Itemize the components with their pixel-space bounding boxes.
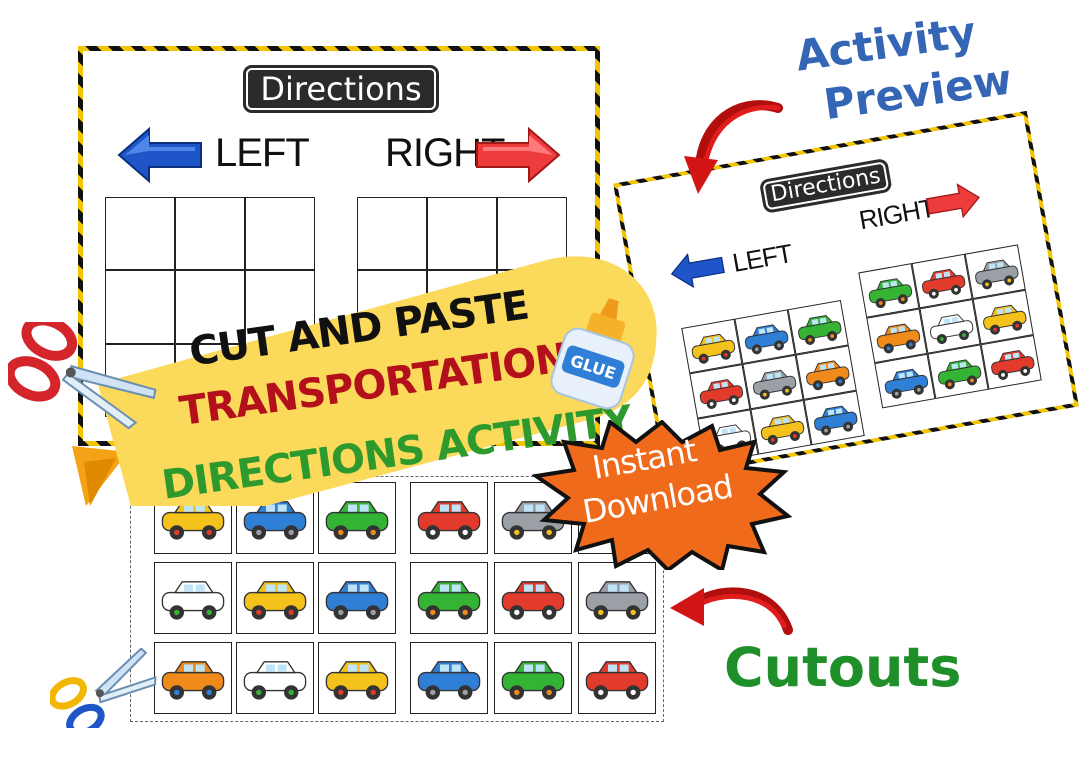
preview-cell [795, 345, 857, 400]
vehicle-icon [921, 268, 966, 299]
grid-cell[interactable] [357, 197, 427, 271]
cutouts-sheet [130, 476, 664, 722]
cutout-card[interactable] [410, 642, 488, 714]
vehicle-icon [991, 350, 1035, 380]
vehicle-icon [814, 405, 858, 436]
cutout-card[interactable] [154, 642, 232, 714]
preview-cell [803, 390, 865, 446]
cutout-card[interactable] [494, 562, 572, 634]
preview-cell [866, 308, 928, 364]
instant-download-burst [532, 420, 792, 570]
cutout-card[interactable] [236, 562, 314, 634]
cutout-card[interactable] [154, 562, 232, 634]
curved-red-arrow-icon [684, 100, 783, 194]
vehicle-icon [325, 581, 389, 620]
cutout-card[interactable] [410, 482, 488, 554]
vehicle-icon [501, 661, 565, 700]
preview-cell [787, 299, 849, 355]
preview-cell [858, 263, 920, 318]
preview-cell [927, 344, 989, 400]
grid-cell[interactable] [245, 197, 315, 271]
vehicle-icon [806, 360, 850, 391]
grid-cell[interactable] [175, 197, 245, 271]
vehicle-icon [585, 661, 649, 700]
preview-cell [919, 299, 981, 354]
glue-bottle-icon: GLUE [550, 298, 635, 410]
vehicle-icon [325, 501, 389, 540]
vehicle-icon [699, 379, 744, 409]
vehicle-icon [937, 359, 982, 390]
curved-red-arrow-icon [670, 587, 793, 635]
vehicle-icon [876, 323, 921, 354]
vehicle-icon [760, 415, 805, 445]
preview-grids [618, 115, 1042, 465]
vehicle-icon [243, 581, 307, 620]
worksheet-title: Directions [243, 65, 439, 113]
left-label: LEFT [215, 131, 310, 175]
grid-cell[interactable] [175, 270, 245, 344]
preview-left-label: LEFT [730, 238, 795, 278]
vehicle-icon [929, 314, 974, 345]
directions-worksheet: Directions LEFT RIGHT [78, 46, 600, 446]
activity-preview-card: Directions RIGHT LEFT [613, 110, 1079, 480]
vehicle-icon [798, 315, 842, 345]
vehicle-icon [744, 324, 789, 355]
vehicle-icon [417, 581, 481, 620]
preview-cell [734, 309, 796, 365]
vehicle-icon [975, 259, 1019, 290]
cutout-card[interactable] [410, 562, 488, 634]
preview-cell [874, 353, 936, 409]
grid-cell[interactable] [105, 197, 175, 271]
scissors-icon [8, 322, 157, 430]
preview-cell [681, 318, 743, 374]
vehicle-icon [417, 501, 481, 540]
cutouts-heading: Cutouts [724, 636, 962, 699]
vehicle-icon [417, 661, 481, 700]
grid-cell[interactable] [497, 197, 567, 271]
preview-cell [742, 354, 804, 410]
cutout-card[interactable] [318, 642, 396, 714]
vehicle-icon [884, 368, 929, 399]
preview-cell [964, 244, 1026, 300]
vehicle-icon [585, 581, 649, 620]
vehicle-icon [161, 661, 225, 700]
vehicle-icon [325, 661, 389, 700]
vehicle-icon [868, 278, 913, 309]
grid-cell[interactable] [427, 197, 497, 271]
cutout-card[interactable] [318, 562, 396, 634]
left-arrow-icon [117, 126, 202, 184]
title-banner [72, 256, 657, 506]
cutout-card[interactable] [578, 642, 656, 714]
vehicle-icon [691, 333, 736, 364]
activity-preview-heading: Activity Preview [764, 2, 1015, 138]
cutout-card[interactable] [494, 642, 572, 714]
grid-cell[interactable] [105, 270, 175, 344]
preview-cell [750, 399, 812, 455]
right-arrow-icon [476, 126, 561, 184]
cutout-card[interactable] [236, 642, 314, 714]
cutout-card[interactable] [578, 562, 656, 634]
vehicle-icon [243, 661, 307, 700]
left-arrow-icon [670, 252, 725, 289]
vehicle-icon [501, 581, 565, 620]
preview-cell [911, 253, 973, 309]
right-arrow-icon [925, 183, 980, 219]
preview-cell [980, 334, 1042, 390]
vehicle-icon [161, 581, 225, 620]
cutout-card[interactable] [318, 482, 396, 554]
preview-cell [972, 289, 1034, 345]
preview-cell [689, 364, 751, 419]
vehicle-icon [752, 369, 797, 400]
vehicle-icon [983, 304, 1027, 335]
scissors-icon [50, 648, 157, 728]
